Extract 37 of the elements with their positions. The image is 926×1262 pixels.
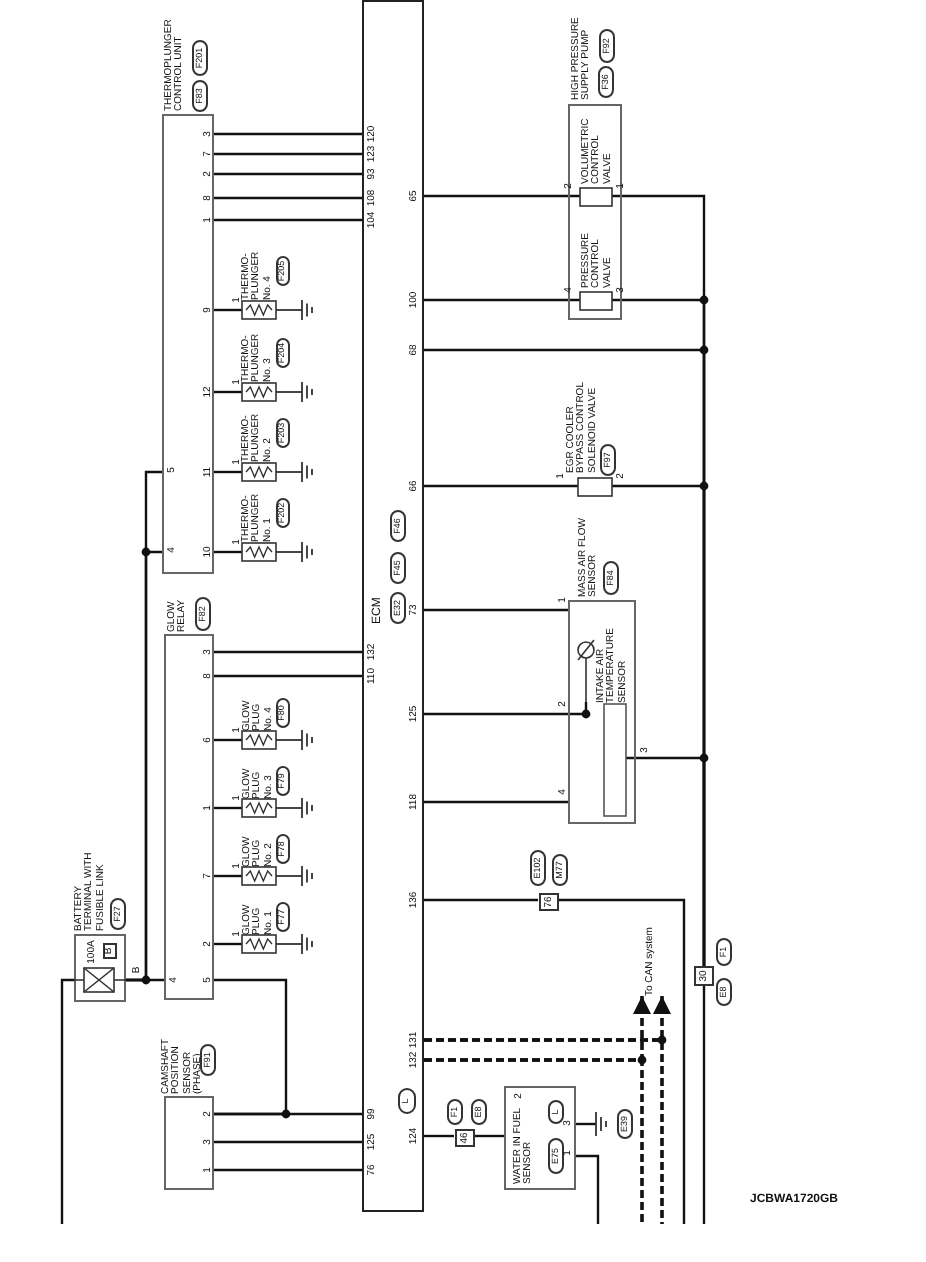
wire bbox=[214, 218, 362, 222]
wire bbox=[214, 196, 362, 200]
wire bbox=[214, 550, 242, 554]
wire bbox=[424, 484, 578, 488]
wire bbox=[60, 978, 74, 1224]
wire bbox=[424, 608, 568, 612]
wire bbox=[424, 1058, 644, 1224]
wire bbox=[214, 942, 242, 946]
wire bbox=[558, 898, 686, 1224]
wire bbox=[424, 800, 568, 804]
wire bbox=[214, 390, 242, 394]
wire bbox=[424, 298, 580, 302]
wire bbox=[474, 1134, 504, 1138]
wire bbox=[214, 674, 362, 678]
wire bbox=[214, 874, 242, 878]
wire bbox=[626, 756, 706, 966]
wire bbox=[424, 702, 588, 716]
wire bbox=[424, 898, 538, 902]
wire bbox=[214, 470, 242, 474]
wire bbox=[424, 194, 580, 198]
wire bbox=[214, 308, 242, 312]
wire bbox=[214, 650, 362, 654]
wire bbox=[214, 172, 362, 176]
wire bbox=[576, 1122, 596, 1126]
wire bbox=[214, 1140, 362, 1144]
wire bbox=[214, 1112, 362, 1116]
wire bbox=[214, 1168, 362, 1172]
wire bbox=[126, 978, 164, 982]
wire bbox=[214, 978, 288, 1116]
wire bbox=[214, 806, 242, 810]
wire bbox=[576, 1154, 600, 1224]
wire bbox=[424, 1134, 454, 1138]
wire bbox=[214, 738, 242, 742]
wire bbox=[214, 152, 362, 156]
wire bbox=[214, 132, 362, 136]
wire bbox=[424, 1038, 664, 1224]
wire bbox=[702, 986, 706, 1224]
